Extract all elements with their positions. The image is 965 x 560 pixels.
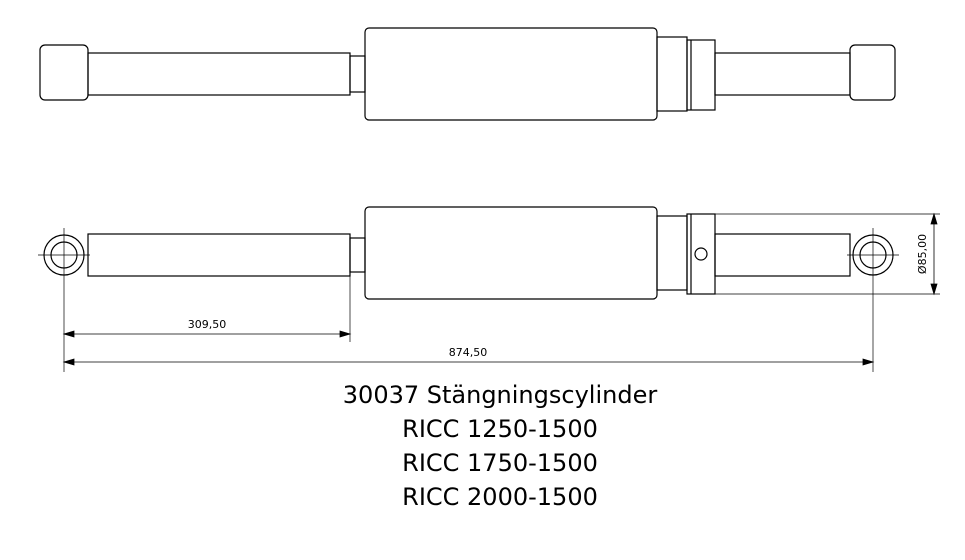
caption-line-4: RICC 2000-1500 — [402, 483, 598, 511]
caption-line-3: RICC 1750-1500 — [402, 449, 598, 477]
top-left-end-fitting — [39, 44, 89, 101]
bottom-body-step — [656, 215, 688, 291]
top-cylinder-body — [364, 27, 658, 121]
dim-diameter-label: Ø85,00 — [916, 234, 929, 274]
dim-total-length-label: 874,50 — [449, 346, 488, 359]
dim-left-length-label: 309,50 — [188, 318, 227, 331]
dim-diameter-arrow-bottom — [930, 283, 938, 296]
bottom-left-rod-collar — [349, 237, 366, 273]
dim-left-arrow-start — [62, 330, 75, 338]
bottom-clamp-bolt — [694, 247, 708, 261]
top-right-end-fitting — [849, 44, 896, 101]
dim-total-arrow-end — [862, 358, 875, 366]
dim-left-arrow-end — [339, 330, 352, 338]
top-body-step — [656, 36, 688, 112]
bottom-cylinder-body — [364, 206, 658, 300]
caption-line-2: RICC 1250-1500 — [402, 415, 598, 443]
bottom-view — [43, 206, 894, 300]
top-right-rod — [714, 52, 851, 96]
dim-total-arrow-start — [62, 358, 75, 366]
top-left-rod-collar — [349, 55, 366, 93]
bottom-right-rod — [714, 233, 851, 277]
top-left-rod — [87, 52, 351, 96]
bottom-left-rod — [87, 233, 351, 277]
dim-diameter-arrow-top — [930, 212, 938, 225]
top-view — [39, 27, 896, 121]
caption-line-1: 30037 Stängningscylinder — [342, 381, 658, 409]
